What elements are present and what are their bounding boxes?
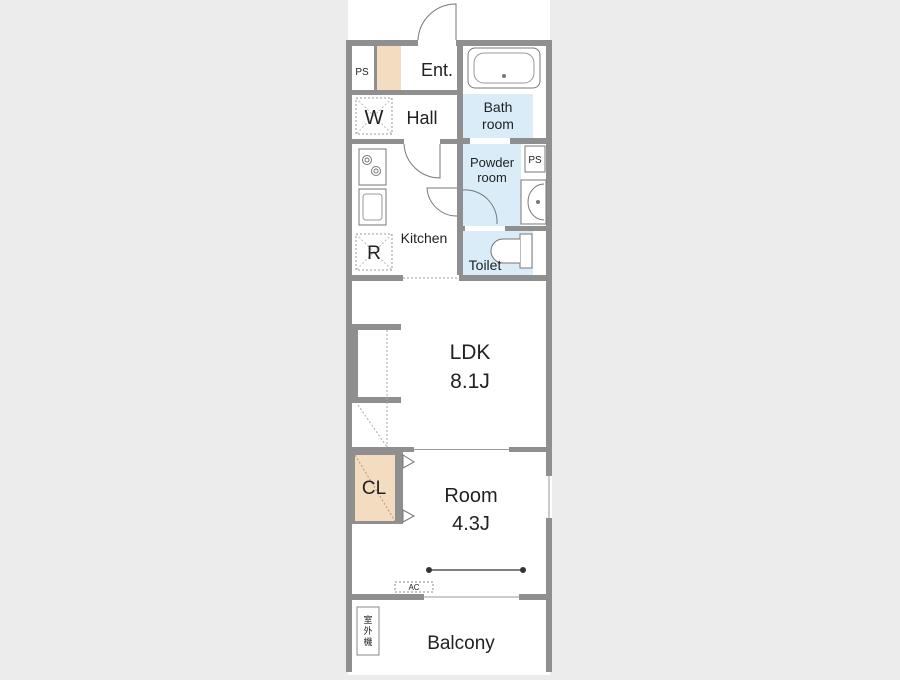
- toilet-bowl: [490, 233, 533, 269]
- washer-space: [355, 97, 393, 135]
- outdoor-unit-label-2: 外: [363, 625, 372, 636]
- powder-label-line2: room: [477, 170, 507, 185]
- ldk-label: LDK: [450, 341, 491, 364]
- pipe-space-label: PS: [355, 67, 369, 78]
- kitchen-label: Kitchen: [401, 230, 448, 246]
- stove: [358, 148, 387, 186]
- outdoor-unit: [356, 606, 380, 656]
- toilet-label: Toilet: [469, 257, 502, 273]
- powder-door: [462, 189, 498, 225]
- entrance-door: [417, 3, 457, 41]
- washbasin: [520, 179, 547, 225]
- powder-room: [463, 144, 521, 226]
- hall-door: [426, 187, 458, 217]
- pipe-space-top: [352, 46, 374, 90]
- aircon-unit: [394, 581, 434, 593]
- ldk-storage: [352, 324, 401, 448]
- bath-room: [463, 94, 533, 138]
- fridge-label: R: [367, 243, 381, 264]
- aircon-label: AC: [408, 583, 419, 592]
- bathtub: [467, 47, 541, 89]
- powder-pipe-space-label: PS: [528, 155, 542, 166]
- pipe-space-powder: [524, 145, 546, 173]
- outdoor-unit-label-1: 室: [363, 614, 372, 625]
- room-size-label: 4.3J: [452, 513, 490, 535]
- kitchen-sink: [358, 188, 387, 226]
- ldk-room: [352, 281, 546, 447]
- door-swings: [403, 3, 498, 225]
- hall-label: Hall: [406, 108, 437, 128]
- ldk-size-label: 8.1J: [450, 370, 490, 393]
- powder-label-line1: Powder: [470, 155, 515, 170]
- kitchen-door: [403, 143, 441, 179]
- balcony: [352, 600, 546, 672]
- closet-label: CL: [362, 478, 386, 499]
- washer-label: W: [365, 107, 384, 129]
- outdoor-unit-label-3: 機: [363, 636, 372, 647]
- entrance: [401, 46, 457, 90]
- shoe-storage: [377, 46, 401, 90]
- fridge-space: [355, 233, 393, 271]
- bath-label-line1: Bath: [484, 99, 513, 115]
- bath-label-line2: room: [482, 116, 514, 132]
- room-label: Room: [444, 485, 497, 507]
- balcony-label: Balcony: [427, 633, 495, 654]
- closet: [352, 452, 416, 524]
- curtain-rail: [426, 567, 526, 573]
- entrance-label: Ent.: [421, 60, 453, 80]
